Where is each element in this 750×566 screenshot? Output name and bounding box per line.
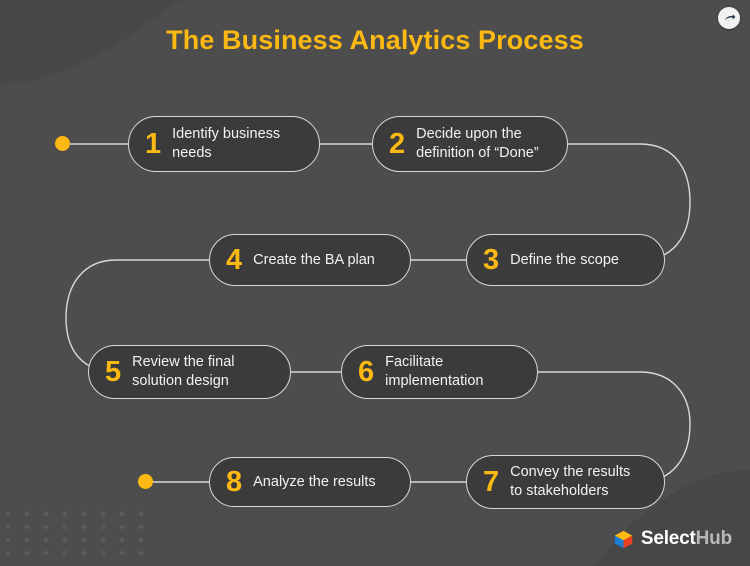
- step-number-5: 5: [105, 355, 122, 388]
- step-number-2: 2: [389, 127, 406, 160]
- step-number-7: 7: [483, 465, 500, 498]
- step-label-5: Review the final solution design: [132, 354, 235, 389]
- step-label-7: Convey the results to stakeholders: [510, 464, 631, 499]
- step-pill-1[interactable]: 1 Identify business needs: [128, 116, 320, 172]
- step-pill-4[interactable]: 4 Create the BA plan: [209, 234, 411, 286]
- step-label-4: Create the BA plan: [253, 251, 375, 268]
- step-number-1: 1: [145, 127, 162, 160]
- step-number-6: 6: [358, 355, 375, 388]
- step-number-8: 8: [226, 465, 243, 498]
- step-label-6: Facilitate implementation: [385, 354, 484, 389]
- share-arrow-icon: [724, 13, 735, 20]
- step-pill-6[interactable]: 6 Facilitate implementation: [341, 345, 538, 399]
- step-pill-2[interactable]: 2 Decide upon the definition of “Done”: [372, 116, 568, 172]
- step-number-3: 3: [483, 243, 500, 276]
- end-endpoint-dot: [138, 474, 153, 489]
- logo-wordmark: SelectHub: [641, 528, 732, 550]
- step-label-8: Analyze the results: [253, 473, 376, 490]
- logo-select-text: Select: [640, 528, 696, 549]
- selecthub-logo[interactable]: SelectHub: [613, 528, 732, 550]
- step-pill-7[interactable]: 7 Convey the results to stakeholders: [466, 455, 665, 509]
- step-label-3: Define the scope: [510, 251, 619, 268]
- page-title: The Business Analytics Process: [166, 25, 584, 55]
- selecthub-cube-icon: [614, 530, 633, 548]
- start-endpoint-dot: [55, 136, 70, 151]
- step-pill-8[interactable]: 8 Analyze the results: [209, 457, 411, 507]
- step-number-4: 4: [226, 243, 243, 276]
- step-pill-3[interactable]: 3 Define the scope: [466, 234, 665, 286]
- step-label-1: Identify business needs: [172, 126, 281, 161]
- share-button[interactable]: [718, 7, 740, 29]
- step-pill-5[interactable]: 5 Review the final solution design: [88, 345, 291, 399]
- step-label-2: Decide upon the definition of “Done”: [416, 126, 539, 161]
- logo-hub-text: Hub: [695, 528, 733, 549]
